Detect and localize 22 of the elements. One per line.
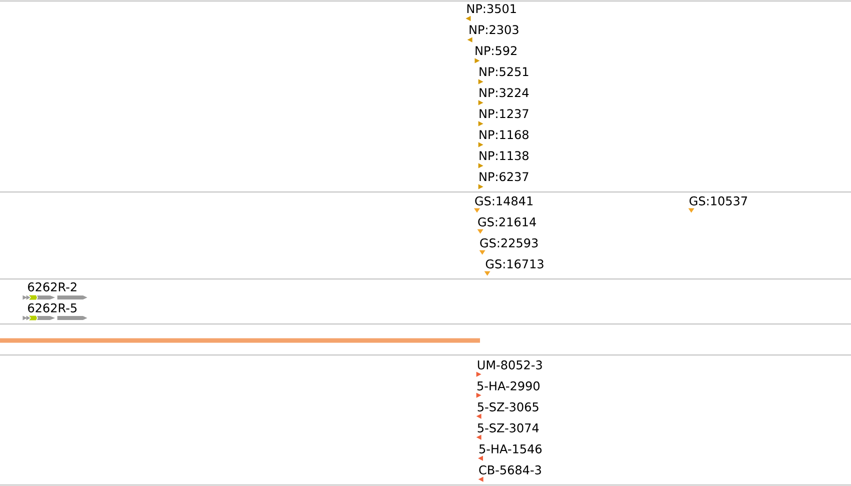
feature-label: 5-SZ-3065 bbox=[478, 402, 538, 412]
feature-label: NP:6237 bbox=[480, 172, 528, 182]
feature-label: NP:2303 bbox=[470, 25, 518, 34]
feature-label: NP:3224 bbox=[480, 88, 529, 98]
feature-label: 6262R-2 bbox=[28, 282, 76, 292]
feature-label: GS:10537 bbox=[690, 196, 747, 206]
feature-label: NP:592 bbox=[476, 46, 516, 56]
feature-label: NP:1138 bbox=[480, 151, 528, 160]
feature-label: 5-SZ-3074 bbox=[478, 423, 539, 432]
feature-label: NP:3501 bbox=[467, 4, 516, 14]
feature-label: 6262R-5 bbox=[28, 303, 77, 312]
feature-label: NP:1168 bbox=[480, 130, 528, 140]
feature-label: 5-HA-1546 bbox=[479, 444, 542, 454]
feature-label: GS:22593 bbox=[480, 238, 538, 248]
feature-label: GS:16713 bbox=[486, 259, 544, 268]
feature-label: 5-HA-2990 bbox=[477, 381, 540, 390]
feature-label: NP:5251 bbox=[480, 67, 528, 76]
feature-label: GS:14841 bbox=[475, 196, 533, 206]
feature-label: UM-8052-3 bbox=[478, 360, 542, 370]
feature-label: CB-5684-3 bbox=[479, 465, 541, 474]
feature-label: NP:1237 bbox=[480, 109, 528, 118]
feature-label: GS:21614 bbox=[478, 217, 536, 226]
